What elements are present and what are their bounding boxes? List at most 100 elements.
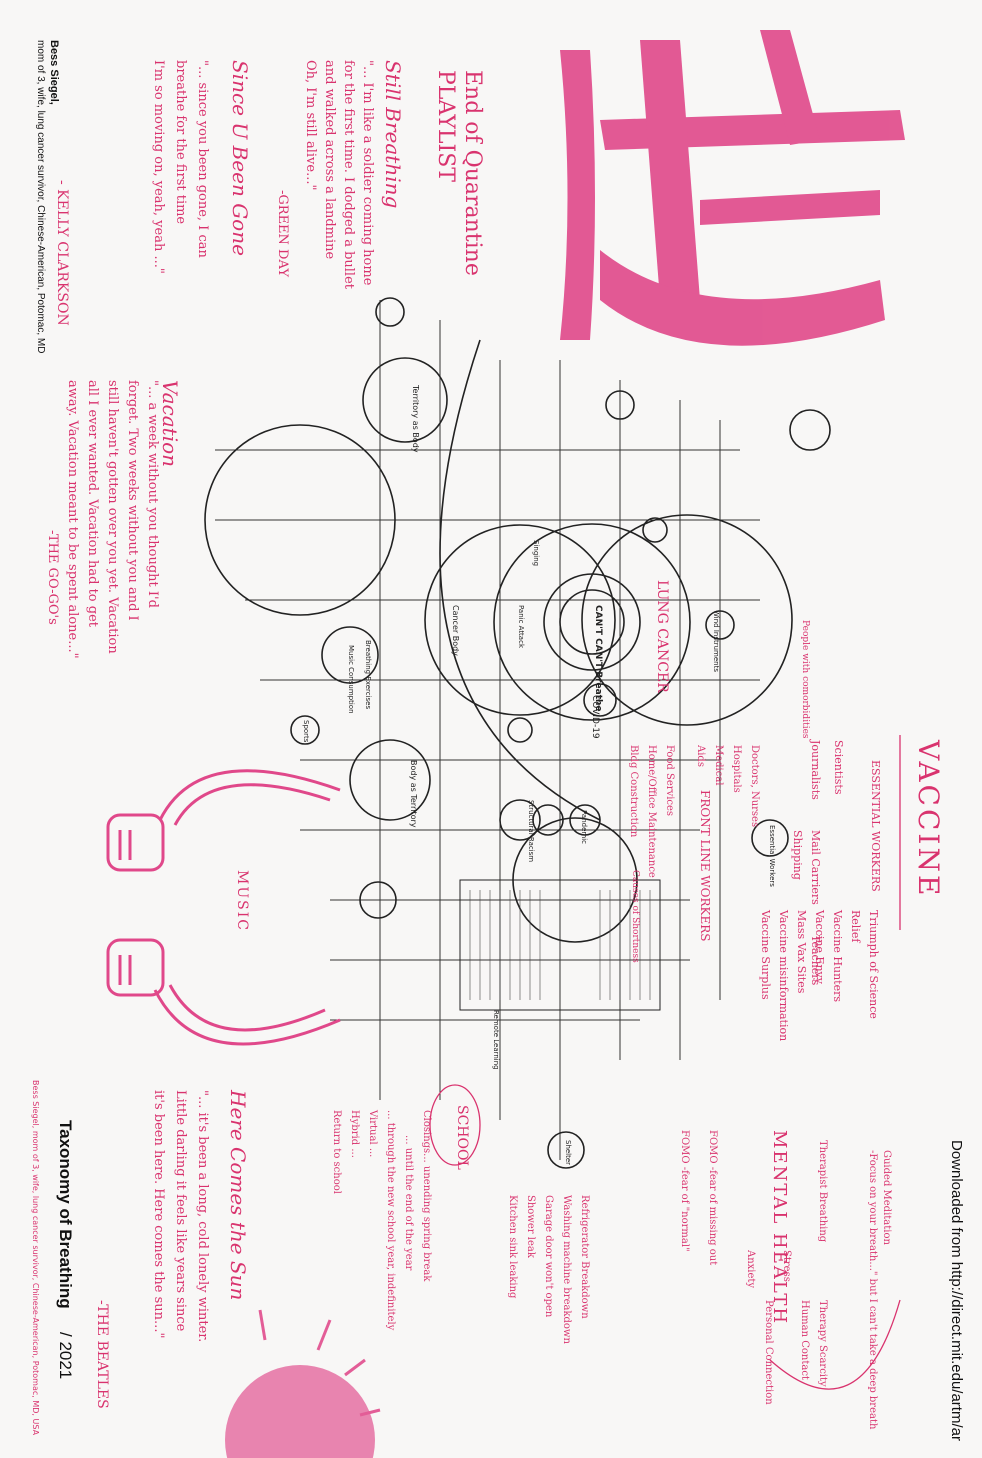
song-lyric: breathe for the first time xyxy=(173,60,188,224)
front-line-item: Doctors, Nurses xyxy=(749,745,760,827)
diagram-label: Music Consumption xyxy=(347,645,355,714)
worker-item: Shipping xyxy=(791,830,804,880)
front-line-title: FRONT LINE WORKERS xyxy=(698,790,712,942)
song-lyric: still haven't gotten over you yet. Vacat… xyxy=(105,380,120,654)
diagram-label: Sports xyxy=(302,720,310,742)
vaccine-item: Relief xyxy=(849,910,862,942)
diagram-label: Essential Workers xyxy=(768,825,776,887)
song-lyric: Little darling it feels like years since xyxy=(173,1090,188,1331)
diagram-label: Breathing Exercises xyxy=(364,640,372,709)
song-lyric: forget. Two weeks without you and I xyxy=(125,380,140,621)
vaccine-item: Mass Vax Sites xyxy=(795,910,808,993)
mental-health-item: FOMO -fear of "normal" xyxy=(679,1130,690,1252)
playlist-heading-1: End of Quarantine xyxy=(460,70,485,276)
front-line-item: Food Services xyxy=(664,745,675,816)
headphones-drawing xyxy=(108,771,340,1044)
mental-health-item: FOMO -fear of missing out xyxy=(707,1130,718,1265)
diagram-label: Territory as Body xyxy=(411,385,420,453)
artwork-year: / 2021 xyxy=(55,1332,75,1379)
mental-health-item: Therapist Breathing xyxy=(817,1140,828,1242)
covid-label: COVID-19 xyxy=(590,695,600,739)
diagram-label: Body as Territory xyxy=(409,760,418,828)
front-line-item: Aids xyxy=(695,745,706,767)
worker-item: Journalists xyxy=(809,740,822,800)
front-line-item: Bldg Construction xyxy=(628,745,639,837)
song-title: Here Comes the Sun xyxy=(226,1090,250,1300)
shelter-item: Kitchen sink leaking xyxy=(507,1195,518,1298)
worker-item: Mail Carriers xyxy=(809,830,822,905)
mental-health-title: MENTAL HEALTH xyxy=(769,1130,790,1325)
grid-lines xyxy=(215,300,760,1160)
mental-health-item: Therapy Scarcity xyxy=(817,1300,828,1387)
song-title: Still Breathing xyxy=(381,60,405,208)
artwork-title: Taxonomy of Breathing xyxy=(55,1120,75,1309)
lung-cancer-label: LUNG CANCER xyxy=(654,580,670,693)
song-lyric: "... I'm like a soldier coming home xyxy=(360,60,375,285)
song-lyric: all I ever wanted. Vacation had to get xyxy=(85,380,100,627)
diagram-circles xyxy=(205,298,830,1168)
song-lyric: "... a week without you thought I'd xyxy=(145,380,160,608)
vaccine-item: Vaccine misinformation xyxy=(777,910,790,1041)
sun-drawing xyxy=(225,1310,380,1458)
vaccine-item: Vaccine Hunters xyxy=(831,910,844,1002)
qi-character-drawing xyxy=(560,30,905,346)
mental-health-item: Guided Meditation xyxy=(881,1150,892,1245)
school-item: Return to school xyxy=(331,1110,342,1194)
school-item: Virtual ... xyxy=(367,1110,378,1157)
credit-name: Bess Siegel, xyxy=(48,40,60,105)
diagram-label: Causes of Shortness xyxy=(630,870,640,963)
mental-health-item: Human Contact xyxy=(799,1300,810,1380)
diagram-label: Pandemic xyxy=(580,810,588,844)
song-title: Since U Been Gone xyxy=(228,60,252,256)
diagram-label: Panic Attack xyxy=(517,605,525,648)
worker-item: Teachers xyxy=(809,935,822,985)
diagram-label: Shelter xyxy=(564,1140,572,1165)
vaccine-item: Vaccine Surplus xyxy=(759,910,772,1000)
shelter-item: Washing machine breakdown xyxy=(561,1195,572,1344)
diagram-label: Remote Learning xyxy=(492,1010,500,1070)
music-title: MUSIC xyxy=(234,870,250,932)
shelter-item: Garage door won't open xyxy=(543,1195,554,1317)
mental-health-item: Stress xyxy=(781,1250,792,1282)
song-artist: -THE GO-GO's xyxy=(45,530,60,625)
song-lyric: for the first time. I dodged a bullet xyxy=(341,60,356,289)
diagram-label: Cancer Body xyxy=(451,605,460,656)
school-item: Closings... unending spring break xyxy=(421,1110,432,1281)
song-lyric: I'm so moving on, yeah, yeah ..." xyxy=(151,60,166,274)
school-item: Hybrid ... xyxy=(349,1110,360,1158)
school-title: SCHOOL xyxy=(454,1105,470,1170)
comorbidities-label: People with comorbidities xyxy=(800,620,810,739)
front-line-item: Home/Office Maintenance xyxy=(646,745,657,878)
song-artist: - KELLY CLARKSON xyxy=(54,180,70,326)
worker-item: Scientists xyxy=(832,740,845,794)
mental-health-item: Personal Connection xyxy=(763,1300,774,1405)
vaccine-item: Triumph of Science xyxy=(867,910,880,1019)
diagram-label: Wind Instruments xyxy=(712,610,720,672)
song-lyric: "... it's been a long, cold lonely winte… xyxy=(195,1090,210,1342)
vaccine-title: VACCINE xyxy=(912,740,945,898)
song-lyric: "... since you been gone, I can xyxy=(195,60,210,258)
front-line-item: Hospitals xyxy=(731,745,742,793)
song-title: Vacation xyxy=(158,380,182,467)
mental-health-item: Anxiety xyxy=(745,1250,756,1288)
essential-workers-label: ESSENTIAL WORKERS xyxy=(869,760,882,892)
song-artist: -GREEN DAY xyxy=(275,190,290,277)
playlist-heading-2: PLAYLIST xyxy=(433,70,458,182)
song-lyric: away. Vacation meant to be spent alone..… xyxy=(65,380,80,659)
song-lyric: it's been here. Here comes the sun..." xyxy=(151,1090,166,1338)
shelter-item: Refrigerator Breakdown xyxy=(579,1195,590,1319)
front-line-item: Medical xyxy=(713,745,724,786)
school-item: ... until the end of the year xyxy=(403,1135,414,1270)
school-item: ... through the new school year, indefin… xyxy=(385,1110,396,1330)
song-lyric: Oh, I'm still alive..." xyxy=(303,60,318,190)
song-lyric: and walked across a landmine xyxy=(322,60,337,259)
shelter-item: Shower leak xyxy=(525,1195,536,1258)
diagram-label: Singing xyxy=(532,540,540,566)
download-note: Downloaded from http://direct.mit.edu/ar… xyxy=(948,1140,965,1441)
diagram-label: Structural Racism xyxy=(527,800,535,862)
artwork-byline: Bess Siegel, mom of 3, wife, lung cancer… xyxy=(31,1080,40,1435)
song-artist: -THE BEATLES xyxy=(94,1300,110,1409)
credit-line: mom of 3, wife, lung cancer survivor, Ch… xyxy=(35,40,46,353)
